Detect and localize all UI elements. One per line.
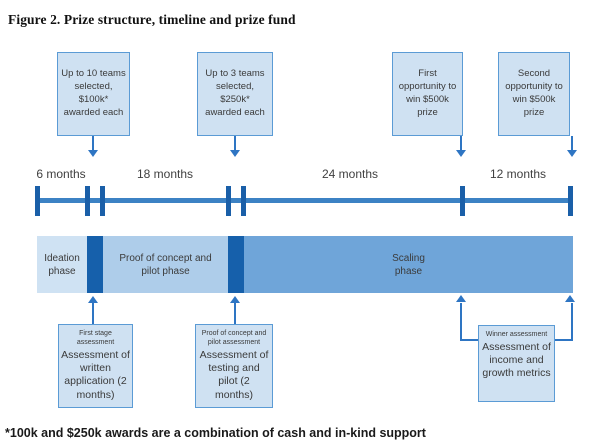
up-arrowhead-winner-left <box>456 295 466 302</box>
phase-ideation-label: Ideation phase <box>44 252 80 277</box>
up-arrowhead-winner-right <box>565 295 575 302</box>
assessment-proof-pilot-heading: Proof of concept and pilot assessment <box>201 330 267 347</box>
assessment-first-stage-body: Assessment of written application (2 mon… <box>61 349 130 401</box>
prize-box-pilot-teams-label: Up to 3 teams selected, $250k* awarded e… <box>205 68 265 118</box>
down-arrow-second-opportunity <box>567 136 577 157</box>
timeline-tick-48m <box>460 186 465 216</box>
phase-segment-scaling: Scaling phase <box>244 236 573 293</box>
assessment-box-first-stage: First stage assessment Assessment of wri… <box>58 324 133 408</box>
prize-box-second-opportunity-label: Second opportunity to win $500k prize <box>505 68 563 118</box>
prize-box-pilot-teams: Up to 3 teams selected, $250k* awarded e… <box>197 52 273 136</box>
timeline-tick-24m-b <box>241 186 246 216</box>
timeline-tick-start <box>35 186 40 216</box>
footnote: *100k and $250k awards are a combination… <box>5 426 426 440</box>
assessment-winner-body: Assessment of income and growth metrics <box>482 341 551 380</box>
phase-divider-first-assessment <box>87 236 103 293</box>
timeline-label-24-months: 24 months <box>321 167 379 181</box>
figure-title: Figure 2. Prize structure, timeline and … <box>8 12 296 27</box>
down-arrow-pilot-teams <box>230 136 240 157</box>
down-arrow-first-opportunity <box>456 136 466 157</box>
prize-box-second-opportunity: Second opportunity to win $500k prize <box>498 52 570 136</box>
phase-scaling-label: Scaling phase <box>392 252 425 277</box>
winner-connector-right <box>555 303 573 341</box>
assessment-proof-pilot-body: Assessment of testing and pilot (2 month… <box>199 349 269 401</box>
winner-connector-left <box>460 303 480 341</box>
assessment-winner-heading: Winner assessment <box>485 331 548 338</box>
phase-proof-label: Proof of concept and pilot phase <box>119 252 212 277</box>
timeline-tick-6m-b <box>100 186 105 216</box>
timeline-tick-end <box>568 186 573 216</box>
timeline-tick-24m-a <box>226 186 231 216</box>
prize-box-first-opportunity: First opportunity to win $500k prize <box>392 52 463 136</box>
prize-box-seed-teams-label: Up to 10 teams selected, $100k* awarded … <box>61 68 126 118</box>
assessment-box-winner: Winner assessment Assessment of income a… <box>478 325 555 402</box>
up-arrow-pilot-assessment <box>230 296 240 324</box>
timeline-tick-6m-a <box>85 186 90 216</box>
phase-divider-second-assessment <box>228 236 244 293</box>
phase-segment-proof: Proof of concept and pilot phase <box>103 236 228 293</box>
prize-box-first-opportunity-label: First opportunity to win $500k prize <box>398 68 457 118</box>
down-arrow-seed-teams <box>88 136 98 157</box>
up-arrow-first-stage-assessment <box>88 296 98 324</box>
assessment-first-stage-heading: First stage assessment <box>76 330 115 347</box>
timeline-label-6-months: 6 months <box>36 167 86 181</box>
prize-box-seed-teams: Up to 10 teams selected, $100k* awarded … <box>57 52 130 136</box>
timeline-label-12-months: 12 months <box>489 167 547 181</box>
timeline-axis <box>37 198 573 203</box>
phase-bar: Ideation phase Proof of concept and pilo… <box>37 236 573 293</box>
phase-segment-ideation: Ideation phase <box>37 236 87 293</box>
assessment-box-proof-pilot: Proof of concept and pilot assessment As… <box>195 324 273 408</box>
timeline-label-18-months: 18 months <box>136 167 194 181</box>
